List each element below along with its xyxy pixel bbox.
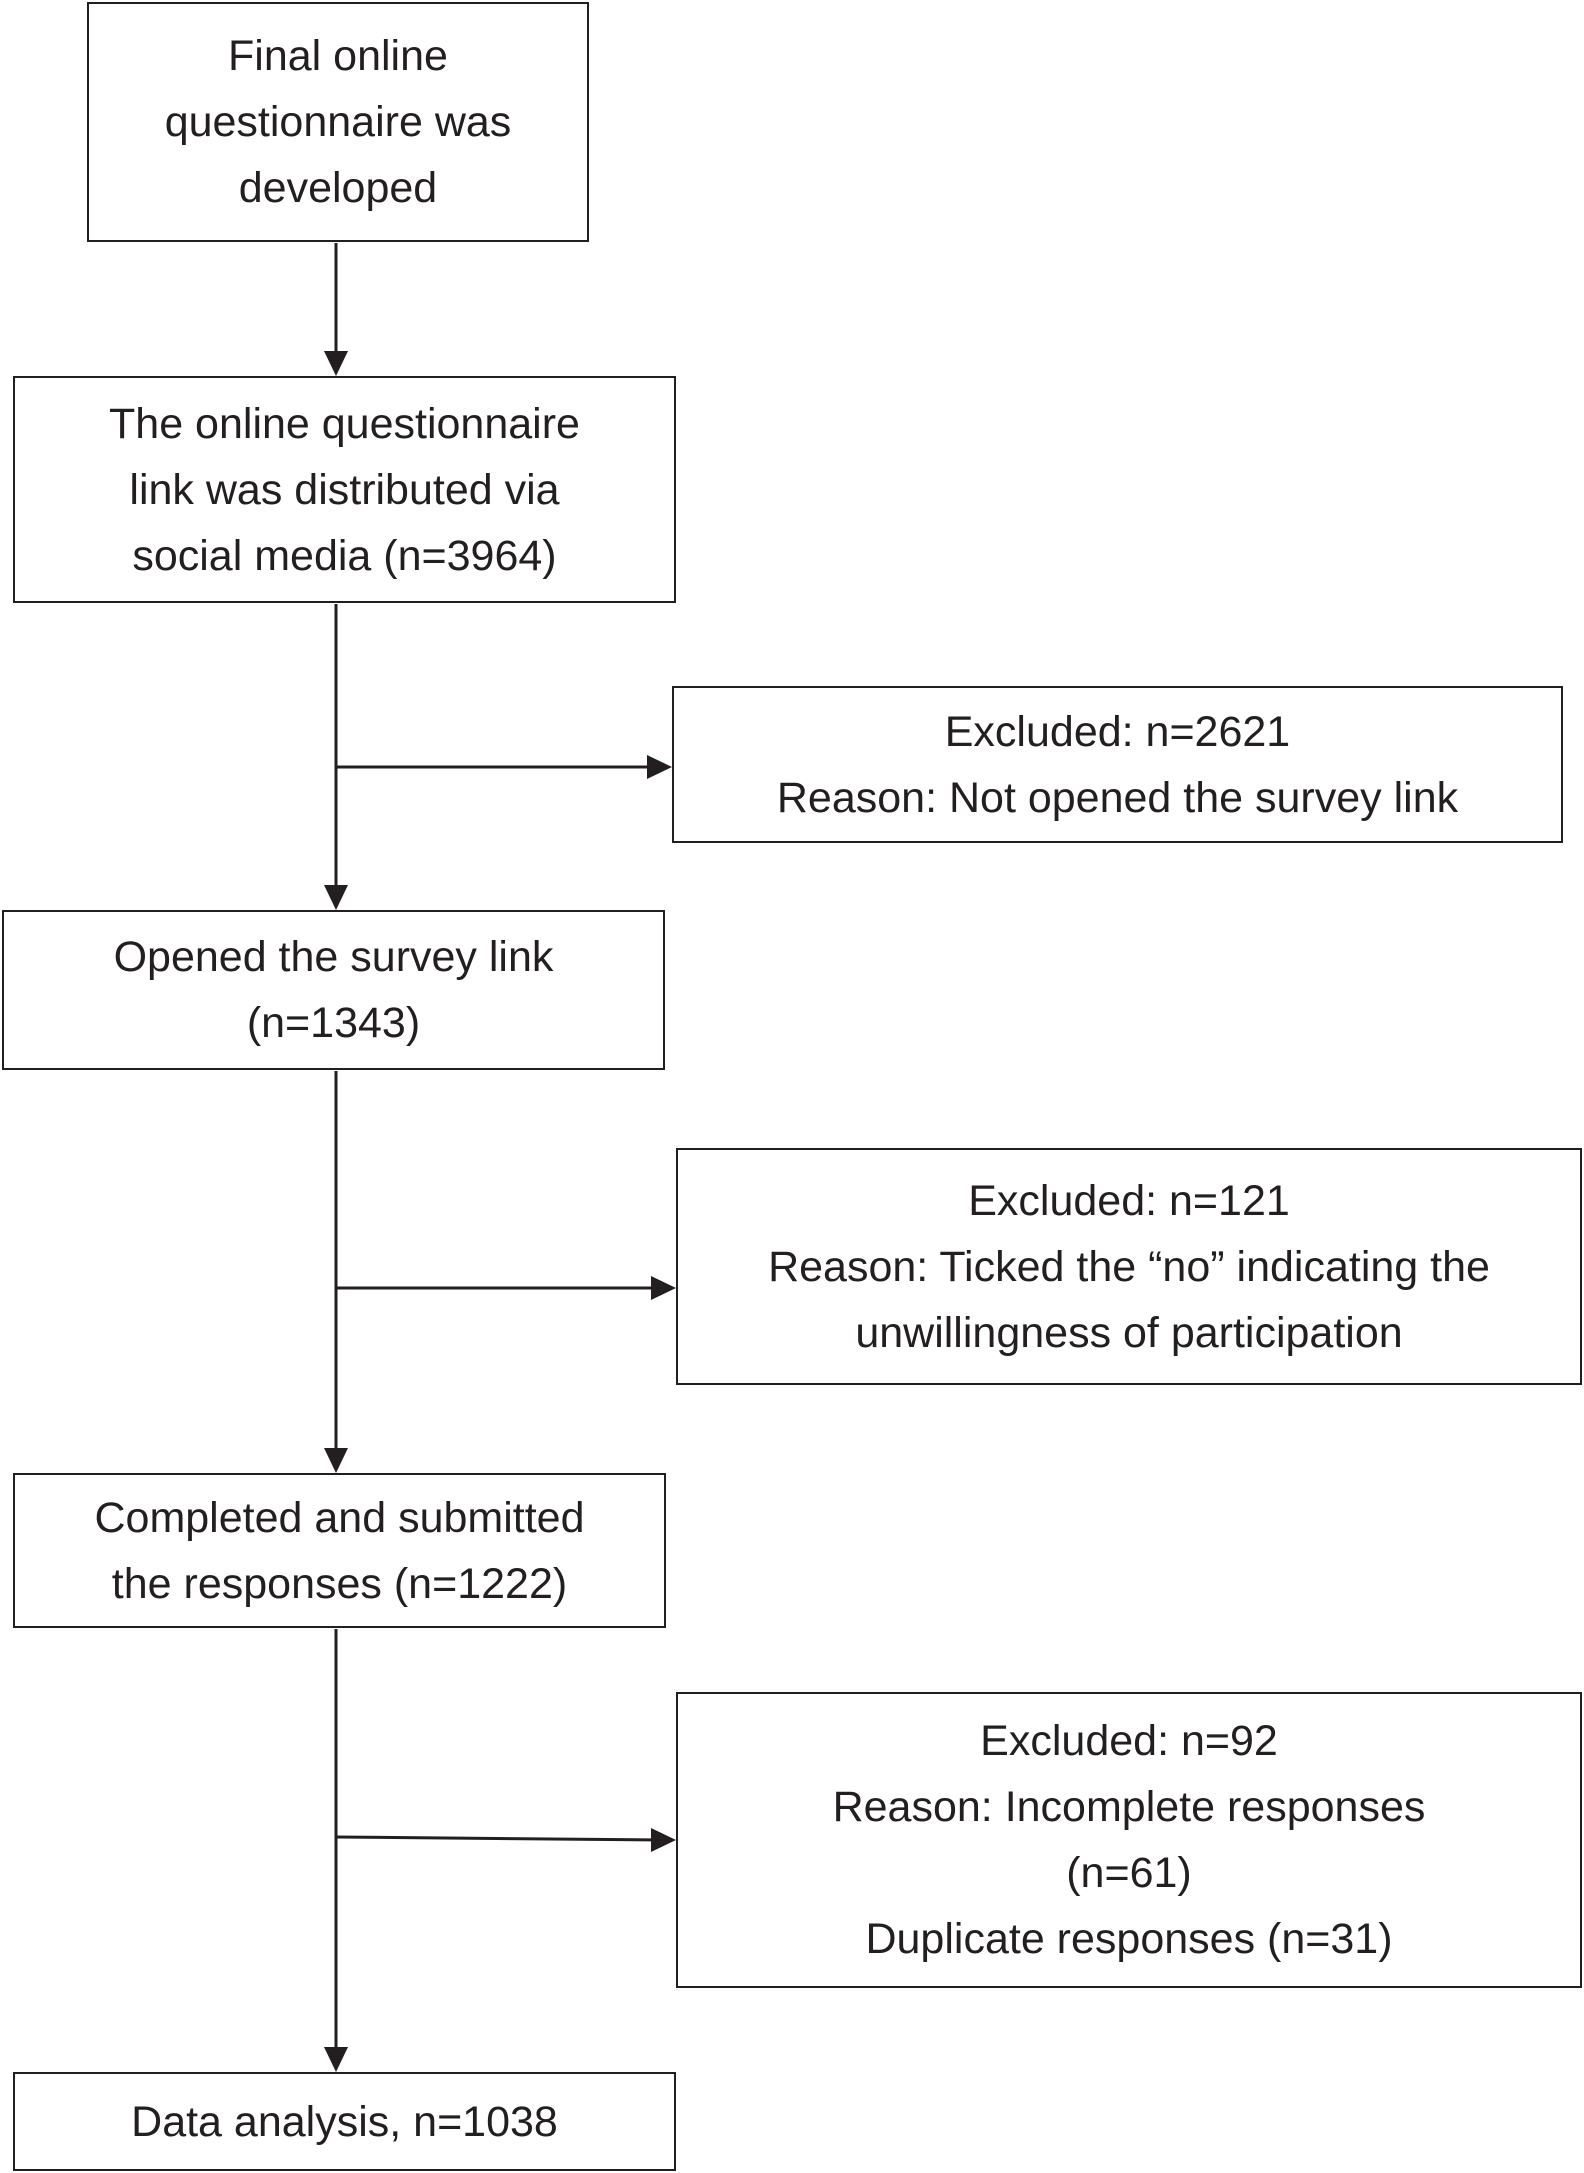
exclusion-box-incomplete-duplicate: Excluded: n=92 Reason: Incomplete respon… (676, 1692, 1582, 1988)
exclusion-text-incomplete-duplicate: Excluded: n=92 Reason: Incomplete respon… (832, 1717, 1426, 1963)
exclusion-box-not-opened: Excluded: n=2621 Reason: Not opened the … (672, 686, 1563, 843)
step-text-link-distributed: The online questionnaire link was distri… (109, 399, 580, 580)
step-box-link-distributed: The online questionnaire link was distri… (13, 376, 676, 603)
arrowhead-branch-excluded-2 (651, 1276, 676, 1300)
step-text-completed-submitted: Completed and submitted the responses (n… (94, 1493, 585, 1608)
step-box-questionnaire-developed: Final online questionnaire was developed (87, 2, 589, 242)
step-text-questionnaire-developed: Final online questionnaire was developed (164, 32, 512, 212)
arrowhead-opened-to-completed (324, 1448, 348, 1473)
arrowhead-start-to-distributed (324, 351, 348, 376)
arrowhead-branch-excluded-1 (647, 755, 672, 779)
arrow-branch-excluded-3 (335, 1835, 663, 1842)
arrowhead-completed-to-analysis (324, 2047, 348, 2072)
step-text-opened-link: Opened the survey link (n=1343) (113, 933, 554, 1047)
exclusion-text-not-opened: Excluded: n=2621 Reason: Not opened the … (776, 707, 1459, 822)
step-box-opened-link: Opened the survey link (n=1343) (2, 910, 665, 1070)
arrowhead-distributed-to-opened (324, 885, 348, 910)
exclusion-box-unwilling: Excluded: n=121 Reason: Ticked the “no” … (676, 1148, 1582, 1385)
step-box-completed-submitted: Completed and submitted the responses (n… (13, 1473, 666, 1628)
arrowhead-branch-excluded-3 (651, 1828, 676, 1852)
exclusion-text-unwilling: Excluded: n=121 Reason: Ticked the “no” … (768, 1176, 1490, 1357)
step-text-data-analysis: Data analysis, n=1038 (131, 2097, 558, 2146)
step-box-data-analysis: Data analysis, n=1038 (13, 2072, 676, 2171)
